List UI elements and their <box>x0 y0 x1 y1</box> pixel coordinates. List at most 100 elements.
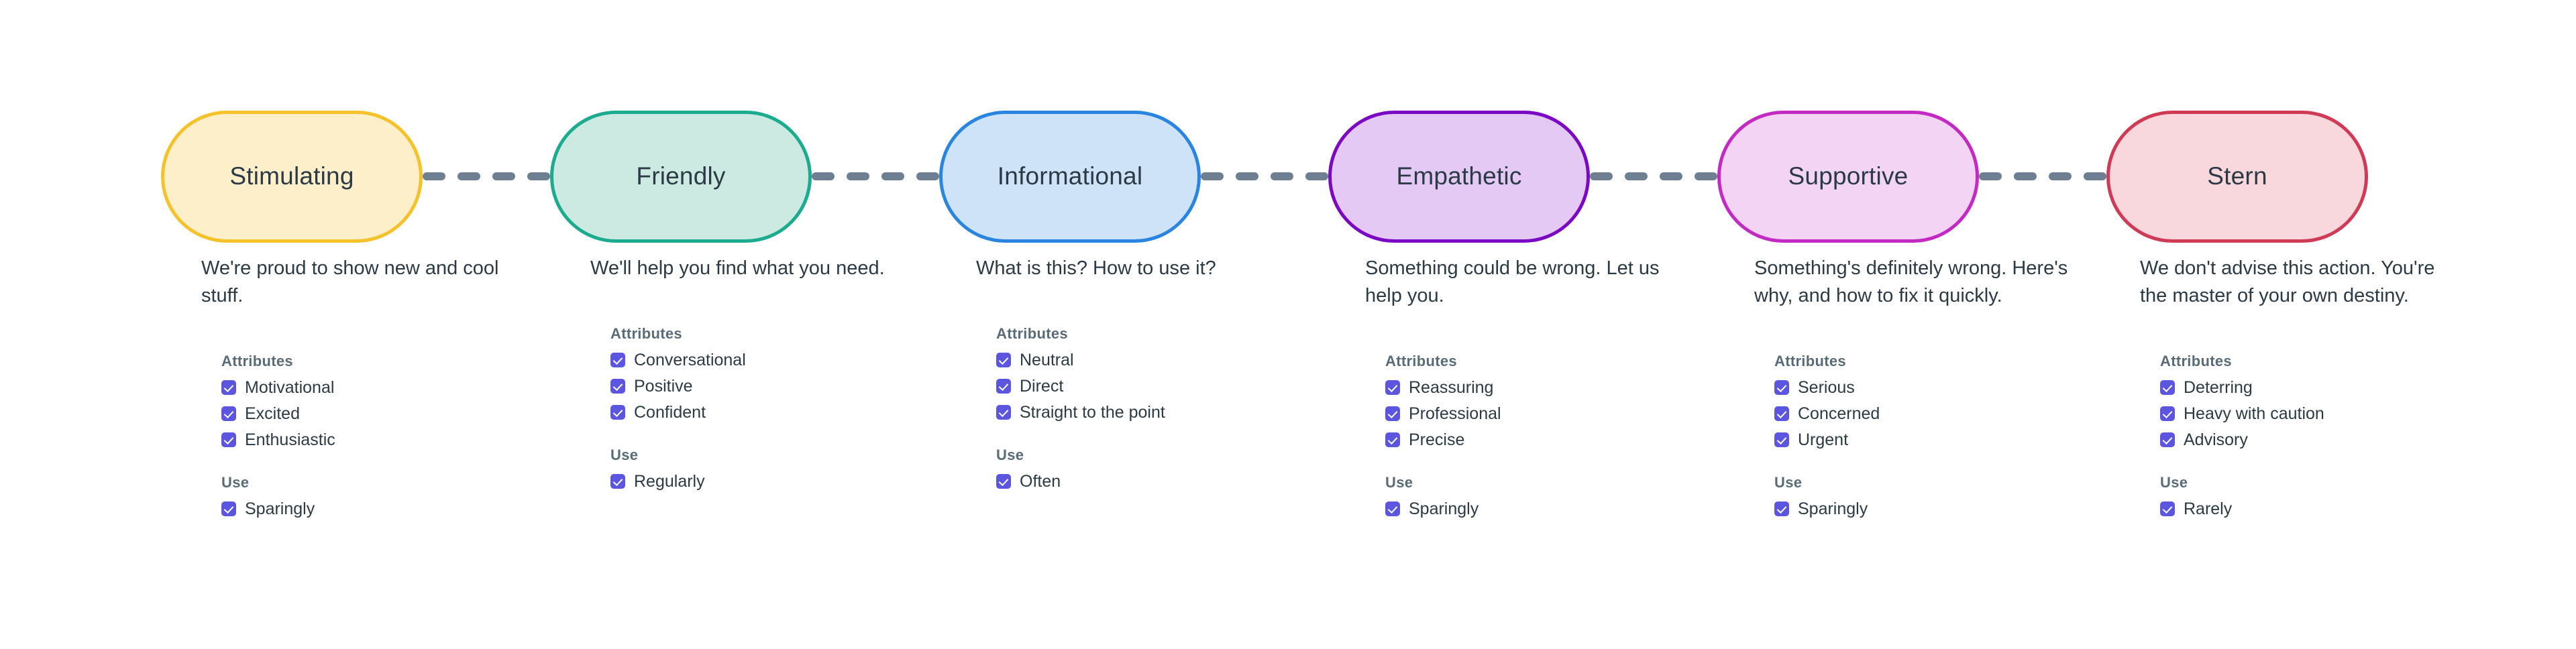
connector-dash <box>812 172 835 180</box>
use-heading: Use <box>2160 474 2188 491</box>
attribute-checkbox-row[interactable]: Neutral <box>996 350 1311 370</box>
checkmark-icon[interactable] <box>221 406 236 422</box>
tone-pill-empathetic[interactable]: Empathetic <box>1328 110 1590 243</box>
use-checkbox-row[interactable]: Sparingly <box>1774 499 2090 519</box>
checkmark-icon[interactable] <box>1774 432 1789 448</box>
checkmark-icon[interactable] <box>221 432 236 448</box>
checkmark-icon[interactable] <box>996 379 1011 394</box>
attribute-checkbox-row[interactable]: Conversational <box>610 350 926 370</box>
checkbox-label: Excited <box>245 404 300 424</box>
attribute-checkbox-row[interactable]: Direct <box>996 376 1311 396</box>
attribute-checkbox-row[interactable]: Advisory <box>2160 430 2475 450</box>
attribute-checkbox-row[interactable]: Positive <box>610 376 926 396</box>
checkmark-icon[interactable] <box>610 353 625 368</box>
attributes-heading: Attributes <box>996 325 1068 343</box>
checkbox-label: Often <box>1020 472 1061 491</box>
checkbox-label: Sparingly <box>1409 499 1479 519</box>
tone-pill-supportive[interactable]: Supportive <box>1717 110 1979 243</box>
attribute-checkbox-row[interactable]: Serious <box>1774 377 2090 398</box>
tone-pill-stimulating[interactable]: Stimulating <box>161 110 423 243</box>
connector-dashes <box>812 172 939 180</box>
checkmark-icon[interactable] <box>2160 406 2175 422</box>
checkmark-icon[interactable] <box>2160 432 2175 448</box>
checkmark-icon[interactable] <box>996 474 1011 489</box>
attribute-checkbox-row[interactable]: Straight to the point <box>996 402 1311 422</box>
attribute-checkbox-row[interactable]: Deterring <box>2160 377 2475 398</box>
tone-description: Something's definitely wrong. Here's why… <box>1754 257 2068 307</box>
attribute-checkbox-row[interactable]: Motivational <box>221 377 537 398</box>
use-heading: Use <box>1774 474 1803 491</box>
checkmark-icon[interactable] <box>1774 501 1789 517</box>
connector-dash <box>1305 172 1328 180</box>
checkmark-icon[interactable] <box>610 474 625 489</box>
checkmark-icon[interactable] <box>2160 380 2175 396</box>
tone-pill-label: Empathetic <box>1396 162 1522 190</box>
tone-pill-stern[interactable]: Stern <box>2106 110 2368 243</box>
checkmark-icon[interactable] <box>1385 406 1400 422</box>
checkbox-label: Enthusiastic <box>245 430 335 450</box>
checkmark-icon[interactable] <box>221 501 236 517</box>
checkmark-icon[interactable] <box>610 379 625 394</box>
attribute-checkbox-row[interactable]: Confident <box>610 402 926 422</box>
use-checkbox-row[interactable]: Often <box>996 471 1311 491</box>
tone-pill-label: Stimulating <box>229 162 354 190</box>
checkmark-icon[interactable] <box>996 353 1011 368</box>
use-checkbox-row[interactable]: Sparingly <box>1385 499 1701 519</box>
use-checkbox-row[interactable]: Rarely <box>2160 499 2475 519</box>
checkmark-icon[interactable] <box>221 380 236 396</box>
connector-dash <box>2049 172 2072 180</box>
attribute-checkbox-row[interactable]: Excited <box>221 404 537 424</box>
connector-dash <box>1271 172 1293 180</box>
connector-dash <box>492 172 515 180</box>
tone-column-stimulating: We're proud to show new and cool stuff.A… <box>161 255 537 525</box>
attribute-checkbox-row[interactable]: Precise <box>1385 430 1701 450</box>
tone-column-supportive: Something's definitely wrong. Here's why… <box>1714 255 2090 525</box>
tone-pill-label: Supportive <box>1788 162 1909 190</box>
checkmark-icon[interactable] <box>996 405 1011 420</box>
connector-dash <box>1236 172 1258 180</box>
tone-description: We're proud to show new and cool stuff. <box>201 257 499 307</box>
attribute-checkbox-row[interactable]: Concerned <box>1774 404 2090 424</box>
use-checkbox-row[interactable]: Sparingly <box>221 499 537 519</box>
connector-dash <box>2084 172 2106 180</box>
checkmark-icon[interactable] <box>1774 406 1789 422</box>
tone-pill-label: Stern <box>2207 162 2267 190</box>
checkmark-icon[interactable] <box>1774 380 1789 396</box>
attributes-heading: Attributes <box>610 325 682 343</box>
connector-dashes <box>423 172 550 180</box>
attribute-checkbox-row[interactable]: Heavy with caution <box>2160 404 2475 424</box>
checkmark-icon[interactable] <box>1385 380 1400 396</box>
use-checkbox-row[interactable]: Regularly <box>610 471 926 491</box>
tone-pill-informational[interactable]: Informational <box>939 110 1201 243</box>
checkbox-label: Motivational <box>245 378 335 398</box>
checkmark-icon[interactable] <box>1385 501 1400 517</box>
checkbox-label: Sparingly <box>1798 499 1868 519</box>
connector-dash <box>458 172 480 180</box>
attribute-checkbox-row[interactable]: Reassuring <box>1385 377 1701 398</box>
checkbox-label: Serious <box>1798 378 1855 398</box>
connector-dash <box>527 172 550 180</box>
connector-dash <box>1201 172 1224 180</box>
connector-dash <box>1979 172 2002 180</box>
checkmark-icon[interactable] <box>2160 501 2175 517</box>
connector-dash <box>1695 172 1717 180</box>
checkbox-label: Regularly <box>634 472 705 491</box>
attribute-checkbox-row[interactable]: Professional <box>1385 404 1701 424</box>
connector-dashes <box>1979 172 2106 180</box>
tone-column-empathetic: Something could be wrong. Let us help yo… <box>1325 255 1701 525</box>
attribute-checkbox-row[interactable]: Enthusiastic <box>221 430 537 450</box>
checkbox-label: Confident <box>634 403 706 422</box>
tone-column-friendly: We'll help you find what you need.Attrib… <box>550 255 926 497</box>
tone-pill-friendly[interactable]: Friendly <box>550 110 812 243</box>
connector-dash <box>2014 172 2037 180</box>
checkmark-icon[interactable] <box>1385 432 1400 448</box>
attribute-checkbox-row[interactable]: Urgent <box>1774 430 2090 450</box>
attributes-heading: Attributes <box>2160 353 2232 370</box>
checkmark-icon[interactable] <box>610 405 625 420</box>
tone-description: What is this? How to use it? <box>976 257 1216 279</box>
